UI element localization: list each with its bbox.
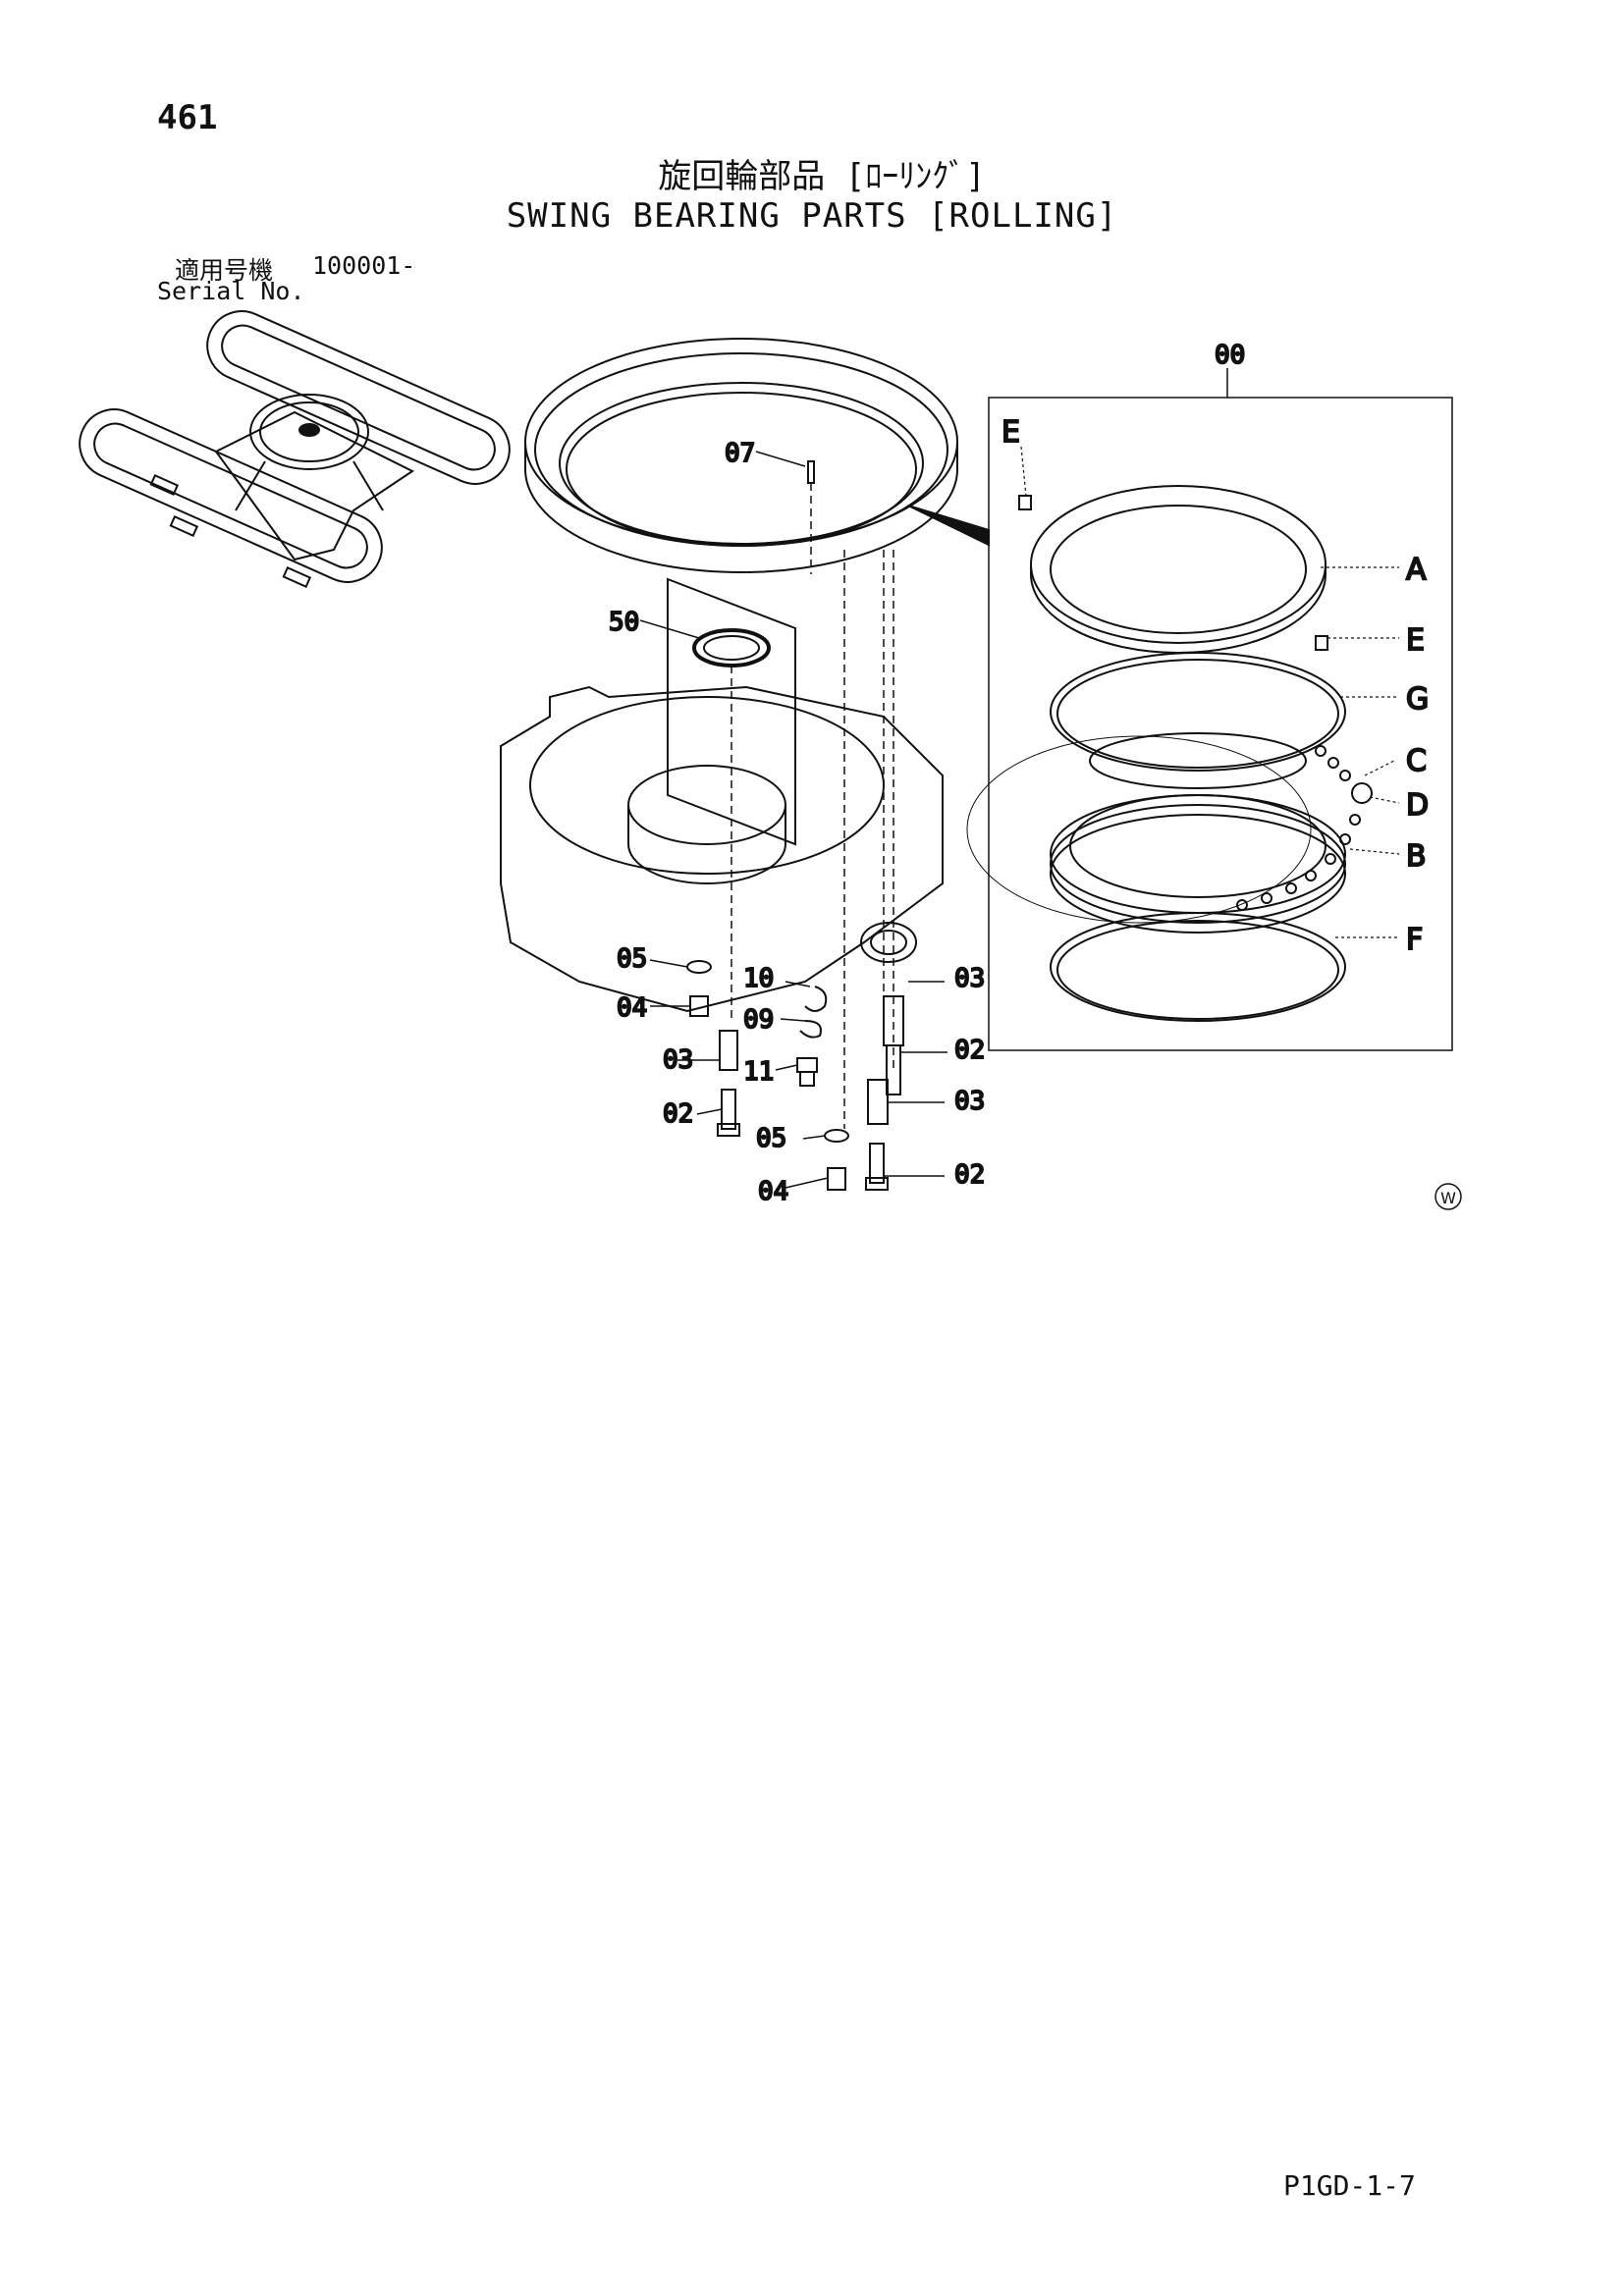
circled-w-letter: W <box>1440 1189 1456 1207</box>
title-japanese: 旋回輪部品 [ﾛｰﾘﾝｸﾞ] <box>658 157 986 196</box>
callout-leader-lines <box>639 368 1228 1189</box>
serial-label-japanese: 適用号機 <box>175 256 274 285</box>
callout-02-left: 02 <box>663 1099 693 1129</box>
sub-assembly-parts-illustration <box>966 485 1373 1022</box>
callout-05-left: 05 <box>617 944 647 974</box>
serial-number-value: 100001- <box>312 251 416 280</box>
seal-ring-illustration <box>692 628 771 667</box>
fasteners-illustration <box>686 960 904 1191</box>
sub-assembly-frame <box>988 397 1453 1051</box>
callout-02-right-upper: 02 <box>954 1036 985 1065</box>
sub-part-a: A <box>1406 553 1427 587</box>
callout-03-right-lower: 03 <box>954 1087 985 1116</box>
undercarriage-thumbnail-illustration <box>79 310 511 588</box>
sub-part-f: F <box>1406 923 1423 957</box>
callout-04-left: 04 <box>617 993 647 1023</box>
sub-assembly-pointer-arrow <box>907 505 990 547</box>
callout-50: 50 <box>609 608 639 637</box>
page-number: 461 <box>157 98 218 137</box>
swing-bearing-ring-illustration <box>524 338 958 573</box>
sub-part-e-right: E <box>1406 623 1425 658</box>
serial-label-english: Serial No. <box>157 277 305 305</box>
callout-11: 11 <box>743 1057 774 1087</box>
title-english: SWING BEARING PARTS [ROLLING] <box>506 196 1118 236</box>
callout-03-right-upper: 03 <box>954 964 985 993</box>
page-code: P1GD-1-7 <box>1283 2169 1416 2202</box>
sub-assembly-leader-lines <box>1020 446 1400 938</box>
callout-07: 07 <box>725 439 755 468</box>
assembly-guide-lines <box>731 483 894 1129</box>
callout-02-right-lower: 02 <box>954 1160 985 1190</box>
sub-part-c: C <box>1406 744 1427 778</box>
sub-part-g: G <box>1406 682 1429 717</box>
sub-part-e-top: E <box>1001 415 1020 450</box>
callout-05-right: 05 <box>756 1124 786 1153</box>
callout-09: 09 <box>743 1005 774 1035</box>
callout-10: 10 <box>743 964 774 993</box>
callout-04-right: 04 <box>758 1177 788 1206</box>
sub-part-d: D <box>1406 788 1429 823</box>
pin-illustration <box>807 460 815 484</box>
circled-w-mark: W <box>1435 1183 1462 1210</box>
sub-part-b: B <box>1406 839 1427 874</box>
callout-00: 00 <box>1215 341 1245 370</box>
callout-03-left: 03 <box>663 1045 693 1075</box>
revolving-frame-illustration <box>500 577 944 1013</box>
